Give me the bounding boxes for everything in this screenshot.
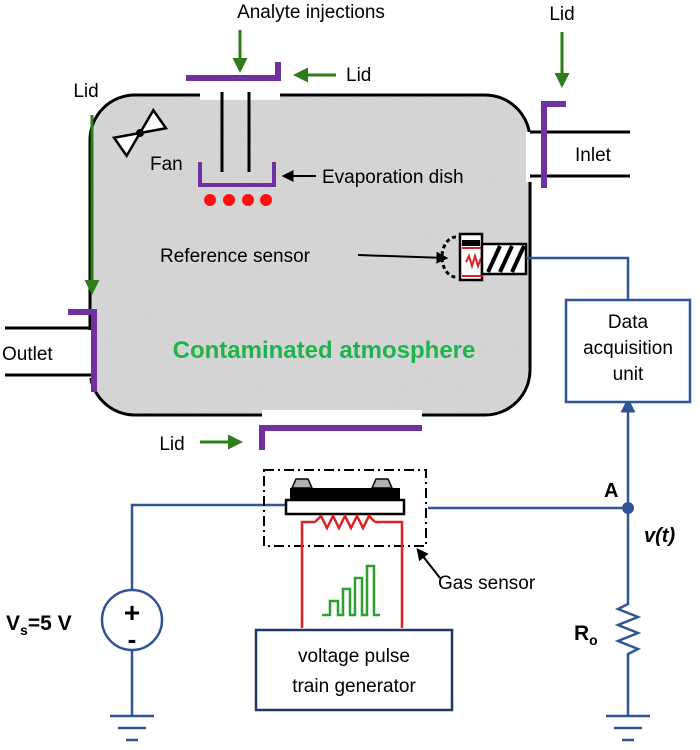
inlet-lid-label: Lid [549, 4, 574, 25]
reference-sensor [440, 232, 528, 282]
node-a-dot [622, 502, 634, 514]
ground-icon [606, 714, 650, 742]
daq-label-line2: acquisition [583, 338, 673, 359]
gas-sensor-boundary [263, 469, 427, 547]
circuit-wires [130, 256, 636, 715]
outlet-tube [5, 326, 92, 377]
pulse-generator-box [254, 628, 454, 712]
fan-label: Fan [150, 154, 183, 175]
evaporation-dish-label: Evaporation dish [322, 167, 464, 188]
contaminated-atmosphere-label: Contaminated atmosphere [173, 337, 476, 364]
ref-sensor-pointer [357, 251, 449, 264]
voltage-source-icon [100, 588, 164, 652]
bottom-lid [259, 425, 422, 450]
minus-sign: - [128, 624, 137, 654]
vt-label: v(t) [644, 525, 675, 547]
bottom-opening [262, 410, 422, 420]
inlet-opening [526, 132, 536, 182]
analyte-injections-label: Analyte injections [237, 2, 385, 23]
gas-sensor [284, 478, 406, 531]
top-lid [186, 62, 281, 81]
wire-source-to-sensor [130, 503, 285, 590]
node-a-label: A [604, 480, 618, 502]
inlet-label: Inlet [575, 145, 612, 166]
inlet-lid [541, 101, 566, 188]
analyte-droplets [204, 194, 272, 206]
green-arrows [84, 30, 570, 450]
ground-icon [110, 714, 154, 742]
wire-ref-to-daq [526, 256, 630, 300]
top-opening [200, 90, 280, 100]
pulse-generator-line2: train generator [292, 676, 416, 697]
top-lid-label: Lid [346, 65, 371, 86]
fan-icon [111, 107, 169, 159]
bottom-lid-label: Lid [159, 434, 184, 455]
injection-tube [220, 92, 251, 172]
gas-sensor-pointer [416, 548, 441, 579]
outlet-lid-label: Lid [73, 81, 98, 102]
resistor-icon [614, 600, 642, 660]
daq-label-line3: unit [613, 364, 644, 385]
heater-wires [300, 520, 404, 628]
vs-label: Vs=5 V [6, 612, 72, 638]
outlet-label: Outlet [2, 344, 53, 365]
gas-sensor-label: Gas sensor [438, 573, 536, 594]
plus-sign: + [124, 597, 140, 628]
pulse-generator-line1: voltage pulse [298, 646, 410, 667]
daq-label-line1: Data [608, 312, 649, 333]
ro-label: Ro [574, 622, 598, 648]
evaporation-dish [198, 162, 276, 187]
pulse-train-icon [322, 564, 380, 617]
outlet-lid [68, 309, 97, 392]
data-acquisition-unit [564, 298, 692, 404]
reference-sensor-label: Reference sensor [160, 246, 311, 267]
